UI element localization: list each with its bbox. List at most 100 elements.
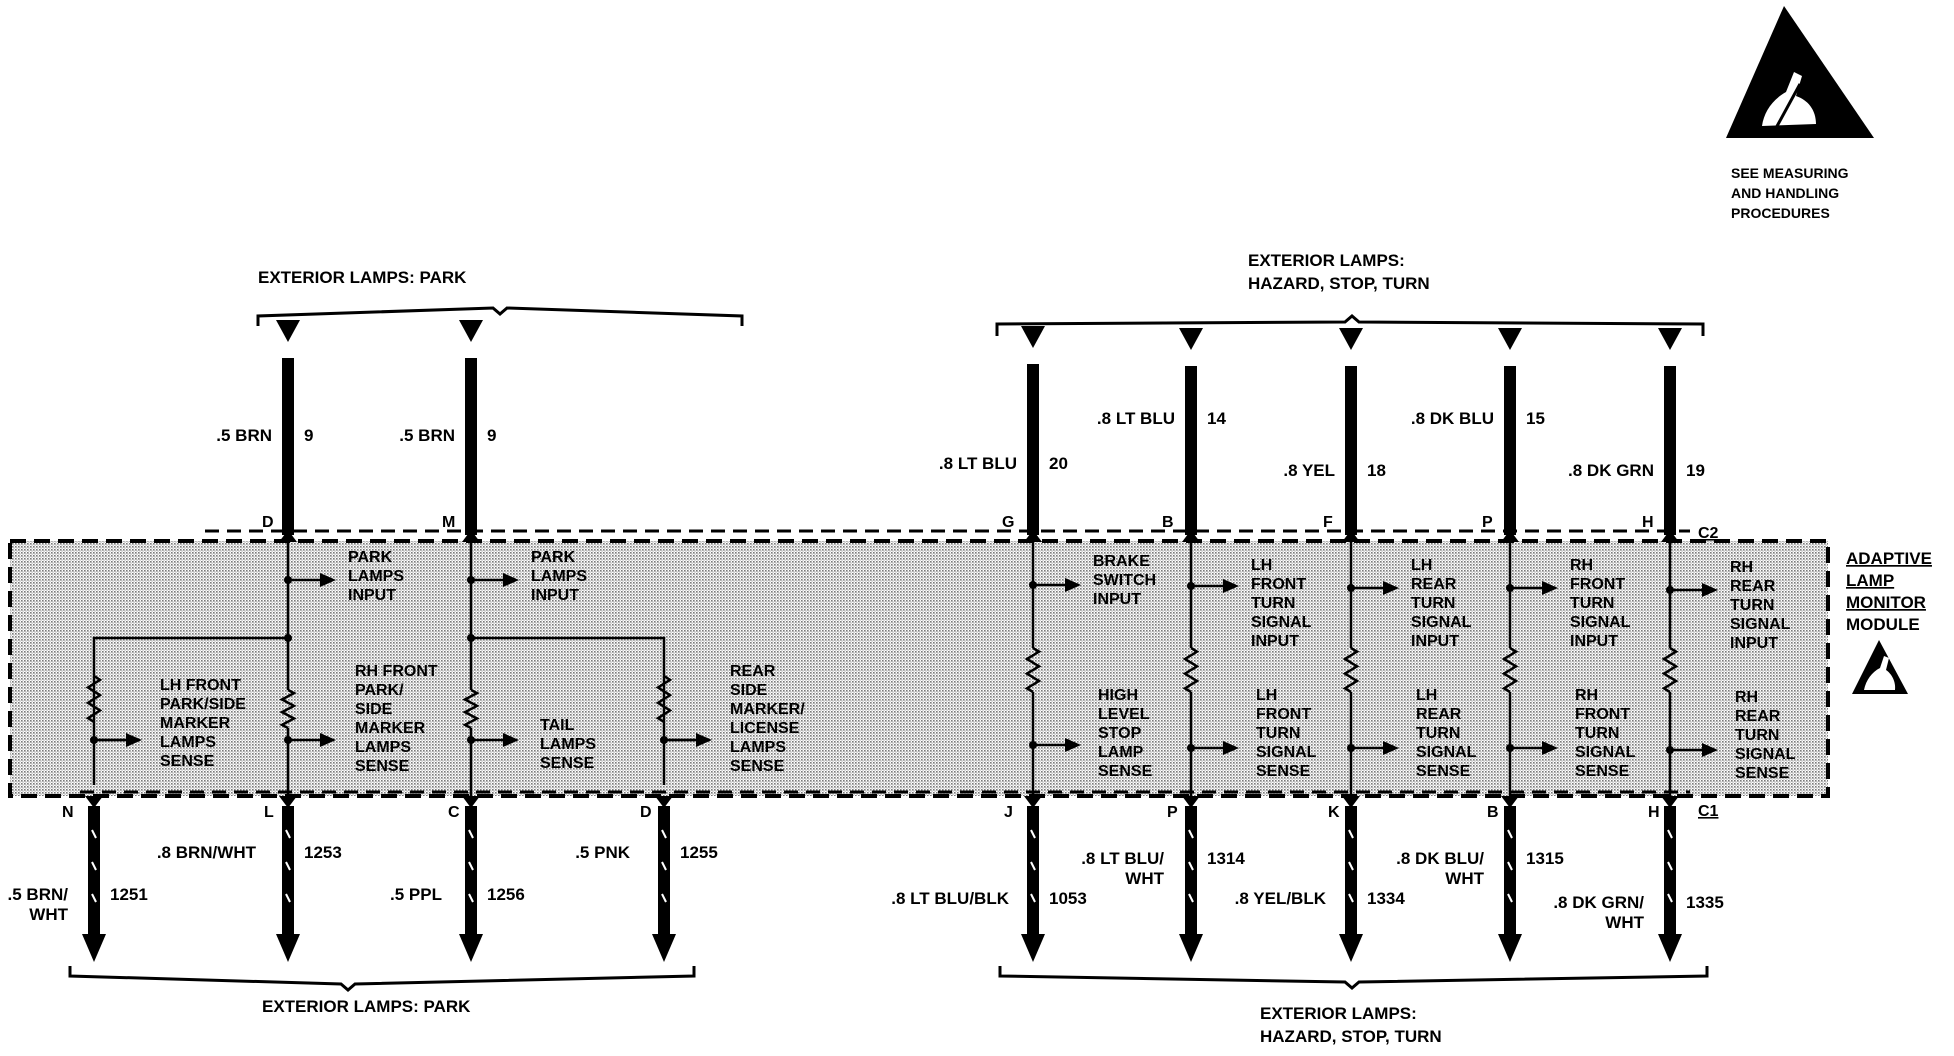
wire-arrow-icon [1342,530,1360,542]
wire-stripe [1507,893,1513,903]
sense-arrow-icon [94,733,142,747]
pin-label: D [640,804,652,821]
wire-arrow-icon [279,796,297,808]
wire-arrow-icon [1501,796,1519,808]
wire-terminal-icon [276,320,300,342]
pin-label: B [1487,804,1499,821]
pin-label: G [1002,514,1014,531]
circuit-number: 9 [487,426,496,445]
wire-arrow-icon [279,530,297,542]
bottom-hazard-title: EXTERIOR LAMPS:HAZARD, STOP, TURN [1260,1004,1442,1046]
wire-arrow-icon [462,530,480,542]
top-wire [282,358,294,535]
wire-stripe [1507,829,1513,839]
wire-stripe [1667,861,1673,871]
wire-color-label: .8 BRN/WHT [157,843,257,862]
wire-stripe [468,893,474,903]
wire-arrow-icon [1024,796,1042,808]
pin-label: K [1328,804,1340,821]
circuit-number: 19 [1686,461,1705,480]
wire-arrow-icon [1661,530,1679,542]
pin-label: M [442,514,455,531]
wire-color-label: .8 LT BLU/WHT [1081,849,1164,888]
wire-stripe [468,861,474,871]
module-esd-icon [1852,640,1908,694]
circuit-number: 1253 [304,843,342,862]
pin-label: L [264,804,274,821]
wire-stripe [285,861,291,871]
bottom-wire [1664,806,1676,936]
wire-arrow-icon [1179,934,1203,962]
pin-label: J [1004,804,1013,821]
bottom-park-title: EXTERIOR LAMPS: PARK [262,997,471,1016]
sense-resistor [1501,646,1519,694]
wire-stripe [1030,829,1036,839]
wire-arrow-icon [276,934,300,962]
wire-stripe [1348,861,1354,871]
wire-terminal-icon [1658,328,1682,350]
top-wire [1504,366,1516,535]
wire-arrow-icon [1024,530,1042,542]
junction-dot [284,634,292,642]
input-arrow-icon [1510,581,1558,595]
sense-arrow-icon [1670,743,1718,757]
wire-color-label: .8 DK GRN/WHT [1553,893,1644,932]
top-wire [1027,364,1039,535]
wire-color-label: .5 PNK [575,843,631,862]
pin-label: N [62,804,74,821]
wire-color-label: .8 YEL [1283,461,1335,480]
circuit-number: 1314 [1207,849,1245,868]
top-hazard-brace [995,314,1705,336]
wire-arrow-icon [85,796,103,808]
sense-resistor [462,688,480,730]
pin-label: B [1162,514,1174,531]
wire-color-label: .5 BRN [399,426,455,445]
input-arrow-icon [288,573,336,587]
sense-arrow-icon [664,733,712,747]
circuit-number: 1251 [110,885,148,904]
wire-terminal-icon [1498,328,1522,350]
wire-color-label: .8 DK GRN [1568,461,1654,480]
wire-color-label: .8 LT BLU/BLK [891,889,1009,908]
circuit-number: 1053 [1049,889,1087,908]
pin-label: P [1482,514,1493,531]
wire-arrow-icon [1498,934,1522,962]
connector-c1-label: C1 [1698,803,1719,820]
sense-resistor [85,674,103,724]
input-arrow-icon [1351,581,1399,595]
wire-terminal-icon [1021,326,1045,348]
wire-stripe [661,829,667,839]
bottom-wire [1027,806,1039,936]
wire-stripe [1188,893,1194,903]
circuit-number: 15 [1526,409,1545,428]
top-hazard-title: EXTERIOR LAMPS:HAZARD, STOP, TURN [1248,251,1430,293]
wire-stripe [285,893,291,903]
input-arrow-icon [471,573,519,587]
wire-stripe [1030,893,1036,903]
wire-stripe [1188,829,1194,839]
sense-arrow-icon [1351,741,1399,755]
wire-stripe [91,893,97,903]
circuit-number: 1256 [487,885,525,904]
wire-arrow-icon [1658,934,1682,962]
pin-label: D [262,514,274,531]
sense-arrow-icon [1510,741,1558,755]
wire-stripe [91,861,97,871]
bottom-wire [658,806,670,936]
bottom-wire [1504,806,1516,936]
sense-arrow-icon [471,733,519,747]
sense-resistor [1182,646,1200,694]
wire-stripe [1667,893,1673,903]
top-wire [1345,366,1357,535]
wire-arrow-icon [655,796,673,808]
